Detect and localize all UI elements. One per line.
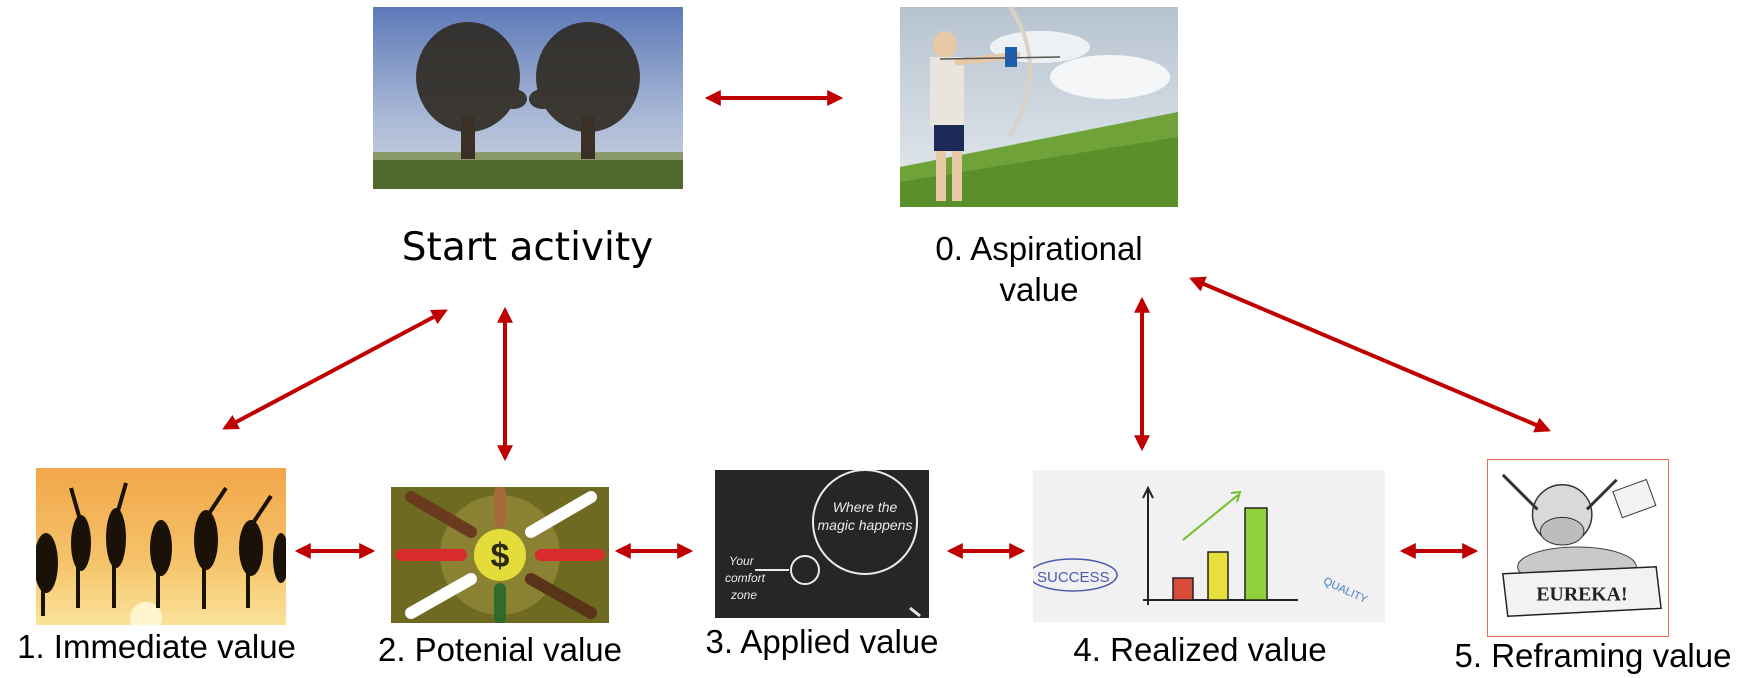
label-aspirational-line2: value [999,271,1079,308]
success-text: SUCCESS [1037,569,1110,586]
chalk-text-magic: magic happens [818,517,913,533]
dollar-sign: $ [491,537,510,575]
jumping-people-image [36,468,286,625]
label-applied: 3. Applied value [705,623,939,660]
success-chart-image: SUCCESS QUALITY [1033,470,1385,622]
chalk-text-your: Your [729,554,755,568]
label-realized: 4. Realized value [1073,631,1327,668]
tree-heads-image [373,7,683,189]
label-aspirational: 0. Aspirational value [900,228,1178,310]
arrow-start-immediate [222,309,448,430]
chalk-text-comfort: comfort [725,571,766,585]
label-start-activity: Start activity [401,225,654,270]
archer-image [900,7,1178,207]
label-aspirational-line1: 0. Aspirational [935,230,1143,267]
arrow-aspirational-reframing [1189,276,1551,433]
eureka-image: EUREKA! [1487,459,1669,637]
chalk-text-where: Where the [833,499,898,515]
chalkboard-image: Where the magic happens Your comfort zon… [715,470,929,618]
eureka-text: EUREKA! [1536,583,1627,605]
hands-dollar-image: $ [391,487,609,623]
label-reframing: 5. Reframing value [1454,637,1732,674]
label-potential: 2. Potenial value [377,631,622,668]
label-immediate: 1. Immediate value [17,628,296,665]
chalk-text-zone: zone [730,588,757,602]
